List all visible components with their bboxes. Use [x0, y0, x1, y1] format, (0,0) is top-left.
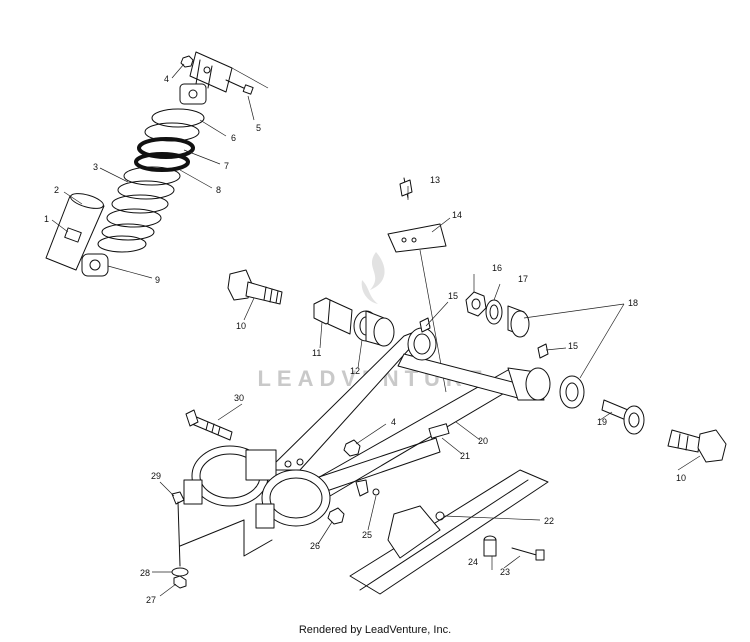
callout-12: 12	[350, 366, 360, 376]
cable-bracket	[387, 177, 447, 393]
axle-clamps	[183, 445, 331, 557]
callout-20: 20	[478, 436, 488, 446]
callout-1: 1	[44, 214, 49, 224]
callout-23: 23	[500, 567, 510, 577]
callout-28: 28	[140, 568, 150, 578]
footer-credit: Rendered by LeadVenture, Inc.	[298, 624, 452, 636]
callout-2: 2	[54, 185, 59, 195]
callout-19: 19	[597, 417, 607, 427]
callout-21: 21	[460, 451, 470, 461]
pivot-hardware-right	[465, 291, 530, 338]
leader-lines	[51, 63, 701, 597]
callout-14: 14	[452, 210, 462, 220]
callout-18: 18	[628, 298, 638, 308]
callout-6: 6	[231, 133, 236, 143]
callout-9: 9	[155, 275, 160, 285]
bushing-parts	[313, 297, 395, 347]
callout-4-middle: 4	[391, 417, 396, 427]
callout-7: 7	[224, 161, 229, 171]
bolt-29-assembly	[171, 491, 245, 589]
callout-17: 17	[518, 274, 528, 284]
callout-13: 13	[430, 175, 440, 185]
callout-27: 27	[146, 595, 156, 605]
callout-3: 3	[93, 162, 98, 172]
swing-arm-frame	[267, 325, 585, 497]
callout-25: 25	[362, 530, 372, 540]
callout-24: 24	[468, 557, 478, 567]
watermark-flame-logo	[356, 250, 396, 311]
callout-29: 29	[151, 471, 161, 481]
small-hardware	[343, 317, 549, 457]
callout-26: 26	[310, 541, 320, 551]
callout-11: 11	[312, 348, 321, 358]
callout-labels: 1 2 3 4 5 6 7 8 9 10 11 12 13 14 15 15 1…	[44, 74, 686, 605]
callout-22: 22	[544, 516, 554, 526]
nut-26-clip-25	[327, 479, 380, 525]
callout-15-right: 15	[568, 341, 578, 351]
callout-10-upper: 10	[236, 321, 246, 331]
pivot-bolt-upper	[227, 269, 283, 305]
callout-10-lower: 10	[676, 473, 686, 483]
callout-4-upper: 4	[164, 74, 169, 84]
callout-15-upper: 15	[448, 291, 458, 301]
callout-5: 5	[256, 123, 261, 133]
shock-absorber-assembly	[45, 51, 269, 277]
callout-30: 30	[234, 393, 244, 403]
slide-guard-22	[349, 469, 549, 595]
bolt-30	[185, 409, 233, 441]
callout-8: 8	[216, 185, 221, 195]
pivot-bolts-right	[601, 399, 727, 463]
callout-16: 16	[492, 263, 502, 273]
